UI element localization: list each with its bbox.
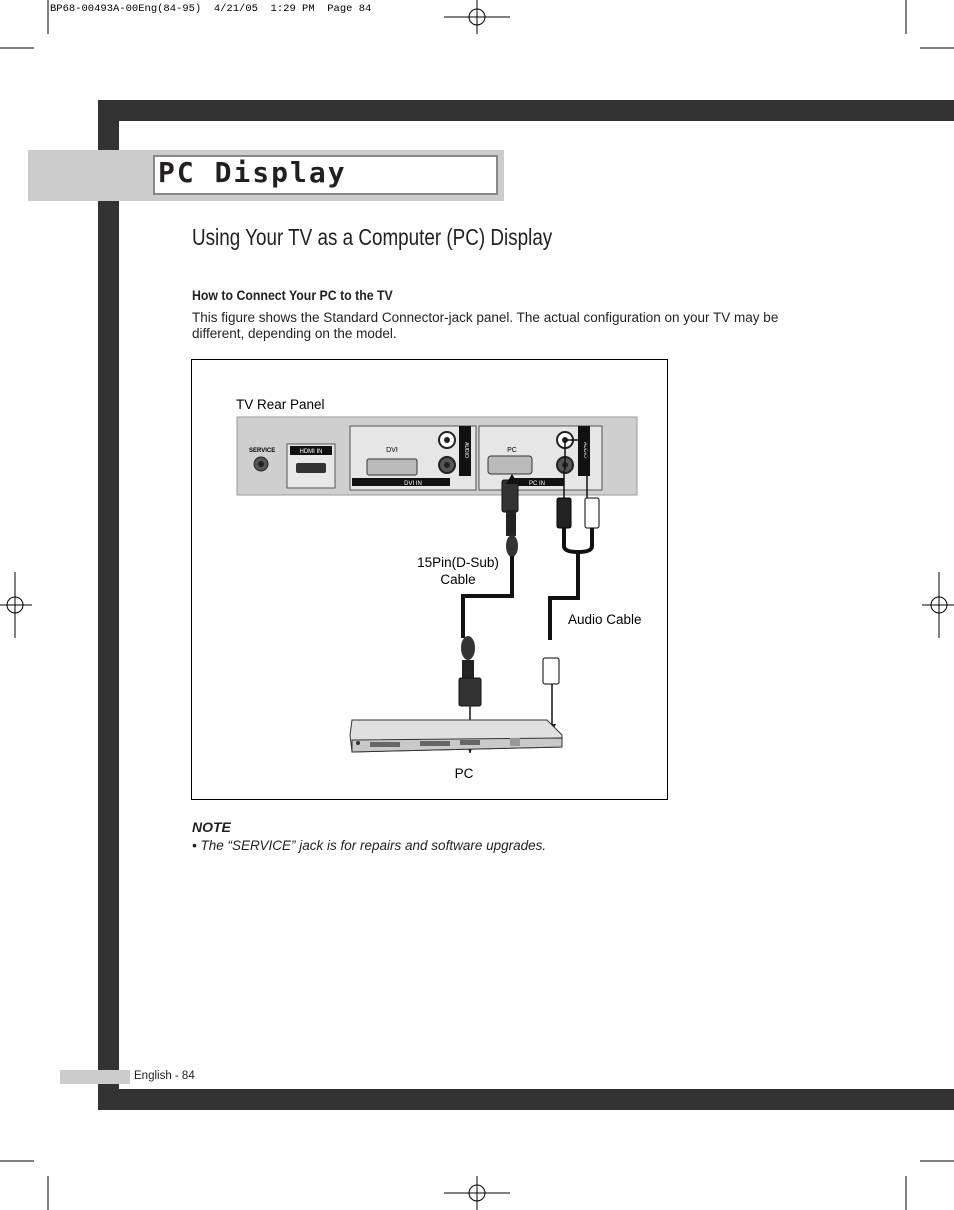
hdmi-in-label: HDMI IN bbox=[300, 449, 323, 455]
pc-dsub-port bbox=[487, 455, 533, 475]
hdmi-port bbox=[296, 463, 326, 473]
frame-top-bar bbox=[98, 100, 954, 121]
section-title-box bbox=[153, 155, 498, 195]
printer-slug: BP68-00493A-00Eng(84-95) 4/21/05 1:29 PM… bbox=[50, 3, 372, 15]
dsub-cable bbox=[458, 474, 519, 753]
dsub-cable-label-line2: Cable bbox=[440, 572, 476, 587]
section-title: PC Display bbox=[158, 156, 347, 189]
tv-rear-panel-label: TV Rear Panel bbox=[236, 397, 325, 412]
dvi-label: DVI bbox=[386, 447, 398, 454]
pc-in-label: PC IN bbox=[529, 481, 545, 487]
page-subtitle: Using Your TV as a Computer (PC) Display bbox=[192, 224, 553, 250]
diagram-drawing: SERVICE HDMI IN DVI DVI IN AUDIO PC PC I… bbox=[236, 416, 638, 753]
audio-cable bbox=[542, 439, 600, 732]
note-item: • The “SERVICE” jack is for repairs and … bbox=[192, 838, 547, 853]
frame-left-bar bbox=[98, 100, 119, 1110]
dvi-in-label: DVI IN bbox=[404, 481, 422, 487]
page-number: English - 84 bbox=[134, 1070, 195, 1082]
dvi-audio-label: AUDIO bbox=[463, 442, 469, 458]
dsub-cable-label-line1: 15Pin(D-Sub) bbox=[417, 555, 499, 570]
dvi-port bbox=[366, 458, 418, 476]
pc-laptop bbox=[349, 719, 563, 753]
body-paragraph: This figure shows the Standard Connector… bbox=[192, 310, 779, 341]
how-to-heading: How to Connect Your PC to the TV bbox=[192, 287, 393, 303]
pc-label: PC bbox=[454, 766, 474, 781]
service-jack-label: SERVICE bbox=[249, 448, 275, 454]
note-title: NOTE bbox=[192, 819, 231, 835]
pc-module-label: PC bbox=[507, 447, 517, 454]
frame-bottom-bar bbox=[98, 1089, 954, 1110]
connection-diagram: SERVICE HDMI IN DVI DVI IN AUDIO PC PC I… bbox=[191, 359, 668, 800]
footer-bar bbox=[60, 1070, 130, 1084]
pc-audio-label: AUDIO bbox=[582, 442, 588, 458]
audio-cable-label: Audio Cable bbox=[568, 612, 642, 627]
